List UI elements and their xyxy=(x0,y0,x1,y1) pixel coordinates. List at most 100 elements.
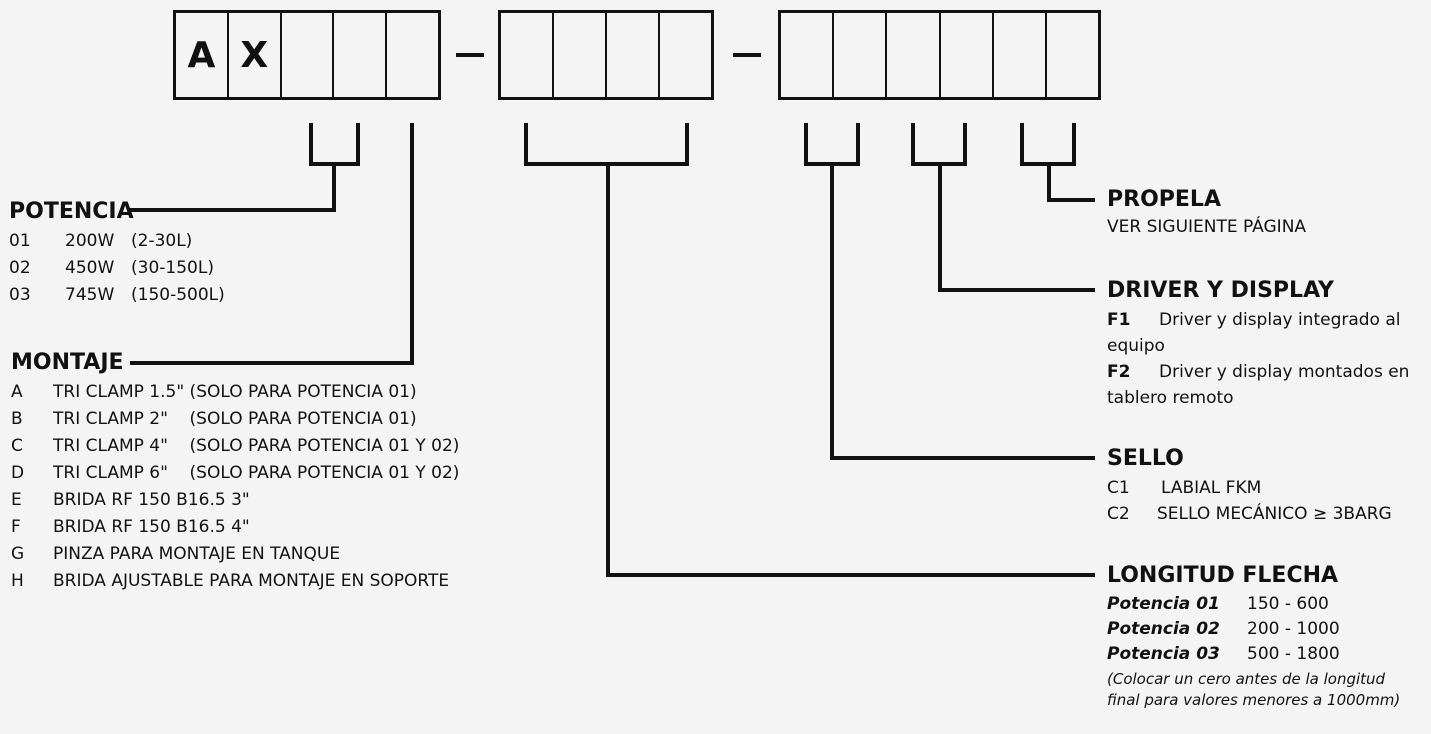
sello-title: SELLO xyxy=(1107,446,1184,471)
longitud-bracket xyxy=(524,123,689,166)
potencia-bracket xyxy=(309,123,360,166)
code-group-3 xyxy=(778,10,1101,100)
sello-code: C2 xyxy=(1107,504,1130,524)
montaje-desc: TRI CLAMP 4" (SOLO PARA POTENCIA 01 Y 02… xyxy=(53,436,460,456)
code-separator-dash xyxy=(733,53,761,57)
code-separator-dash xyxy=(456,53,484,57)
longitud-range: 500 - 1800 xyxy=(1247,644,1340,664)
propela-bracket xyxy=(1020,123,1076,166)
sello-desc: SELLO MECÁNICO ≥ 3BARG xyxy=(1157,504,1392,524)
montaje-code: D xyxy=(11,463,25,483)
montaje-row: E BRIDA RF 150 B16.5 3" xyxy=(11,487,459,514)
longitud-row: Potencia 03 500 - 1800 xyxy=(1107,642,1422,667)
potencia-row: 02 450W (30-150L) xyxy=(9,255,225,282)
code-group-2 xyxy=(498,10,714,100)
driver-code: F1 xyxy=(1107,310,1131,330)
potencia-range: (150-500L) xyxy=(131,285,225,305)
code-cell xyxy=(282,13,335,97)
sello-row: C2 SELLO MECÁNICO ≥ 3BARG xyxy=(1107,501,1392,527)
code-cell xyxy=(781,13,835,97)
longitud-range: 150 - 600 xyxy=(1247,594,1329,614)
longitud-label: Potencia 01 xyxy=(1107,594,1220,614)
driver-leader xyxy=(938,164,1095,292)
montaje-code: A xyxy=(11,382,23,402)
potencia-row: 03 745W (150-500L) xyxy=(9,282,225,309)
code-group-1: A X xyxy=(173,10,441,100)
montaje-code: C xyxy=(11,436,23,456)
montaje-code: F xyxy=(11,517,21,537)
sello-code: C1 xyxy=(1107,478,1130,498)
potencia-range: (2-30L) xyxy=(131,231,193,251)
code-cell xyxy=(387,13,438,97)
driver-desc: Driver y display integrado al equipo xyxy=(1107,310,1401,356)
sello-leader xyxy=(830,164,1095,460)
potencia-code: 01 xyxy=(9,231,31,251)
code-cell xyxy=(660,13,711,97)
montaje-code: B xyxy=(11,409,23,429)
potencia-row: 01 200W (2-30L) xyxy=(9,228,225,255)
potencia-code: 02 xyxy=(9,258,31,278)
sello-row: C1 LABIAL FKM xyxy=(1107,475,1392,501)
propela-text: VER SIGUIENTE PÁGINA xyxy=(1107,217,1307,237)
montaje-leader xyxy=(130,123,414,365)
code-cell xyxy=(941,13,994,97)
code-cell: X xyxy=(229,13,282,97)
potencia-range: (30-150L) xyxy=(131,258,214,278)
montaje-desc: BRIDA AJUSTABLE PARA MONTAJE EN SOPORTE xyxy=(53,571,450,591)
longitud-title: LONGITUD FLECHA xyxy=(1107,563,1339,588)
code-cell xyxy=(607,13,660,97)
potencia-leader xyxy=(130,164,336,212)
potencia-code: 03 xyxy=(9,285,31,305)
montaje-desc: TRI CLAMP 1.5" (SOLO PARA POTENCIA 01) xyxy=(53,382,417,402)
code-cell xyxy=(834,13,888,97)
montaje-code: H xyxy=(11,571,24,591)
sello-bracket xyxy=(804,123,860,166)
montaje-desc: TRI CLAMP 6" (SOLO PARA POTENCIA 01 Y 02… xyxy=(53,463,460,483)
longitud-leader xyxy=(606,164,1095,577)
driver-title: DRIVER Y DISPLAY xyxy=(1107,278,1334,303)
potencia-title: POTENCIA xyxy=(9,199,134,224)
code-cell xyxy=(501,13,554,97)
potencia-watts: 450W xyxy=(65,258,115,278)
longitud-label: Potencia 03 xyxy=(1107,644,1220,664)
montaje-code: G xyxy=(11,544,25,564)
longitud-note: (Colocar un cero antes de la longitud fi… xyxy=(1107,670,1401,709)
montaje-code: E xyxy=(11,490,22,510)
montaje-row: G PINZA PARA MONTAJE EN TANQUE xyxy=(11,541,459,568)
longitud-label: Potencia 02 xyxy=(1107,619,1220,639)
propela-section: PROPELA VER SIGUIENTE PÁGINA xyxy=(1107,187,1306,241)
code-cell xyxy=(1047,13,1098,97)
longitud-range: 200 - 1000 xyxy=(1247,619,1340,639)
montaje-row: H BRIDA AJUSTABLE PARA MONTAJE EN SOPORTE xyxy=(11,568,459,595)
code-cell xyxy=(994,13,1047,97)
sello-section: SELLO C1 LABIAL FKM C2 SELLO MECÁNICO ≥ 3B… xyxy=(1107,446,1392,527)
longitud-row: Potencia 02 200 - 1000 xyxy=(1107,617,1422,642)
montaje-row: C TRI CLAMP 4" (SOLO PARA POTENCIA 01 Y 0… xyxy=(11,433,459,460)
potencia-section: POTENCIA 01 200W (2-30L) 02 450W (30-150L) 0… xyxy=(9,199,225,309)
montaje-desc: BRIDA RF 150 B16.5 4" xyxy=(53,517,250,537)
montaje-row: F BRIDA RF 150 B16.5 4" xyxy=(11,514,459,541)
montaje-row: D TRI CLAMP 6" (SOLO PARA POTENCIA 01 Y 0… xyxy=(11,460,459,487)
longitud-section: LONGITUD FLECHA Potencia 01 150 - 600 Pot… xyxy=(1107,563,1422,711)
montaje-desc: BRIDA RF 150 B16.5 3" xyxy=(53,490,250,510)
potencia-watts: 745W xyxy=(65,285,115,305)
driver-desc: Driver y display montados en tablero rem… xyxy=(1107,362,1410,408)
sello-desc: LABIAL FKM xyxy=(1161,478,1262,498)
code-cell xyxy=(554,13,607,97)
code-cell xyxy=(887,13,941,97)
propela-title: PROPELA xyxy=(1107,187,1221,212)
driver-code: F2 xyxy=(1107,362,1131,382)
montaje-row: A TRI CLAMP 1.5" (SOLO PARA POTENCIA 01) xyxy=(11,379,459,406)
longitud-row: Potencia 01 150 - 600 xyxy=(1107,592,1422,617)
potencia-watts: 200W xyxy=(65,231,115,251)
montaje-desc: PINZA PARA MONTAJE EN TANQUE xyxy=(53,544,341,564)
propela-leader xyxy=(1047,164,1095,202)
montaje-section: MONTAJE A TRI CLAMP 1.5" (SOLO PARA POTEN… xyxy=(11,350,459,595)
montaje-title: MONTAJE xyxy=(11,350,124,375)
code-cell: A xyxy=(176,13,229,97)
